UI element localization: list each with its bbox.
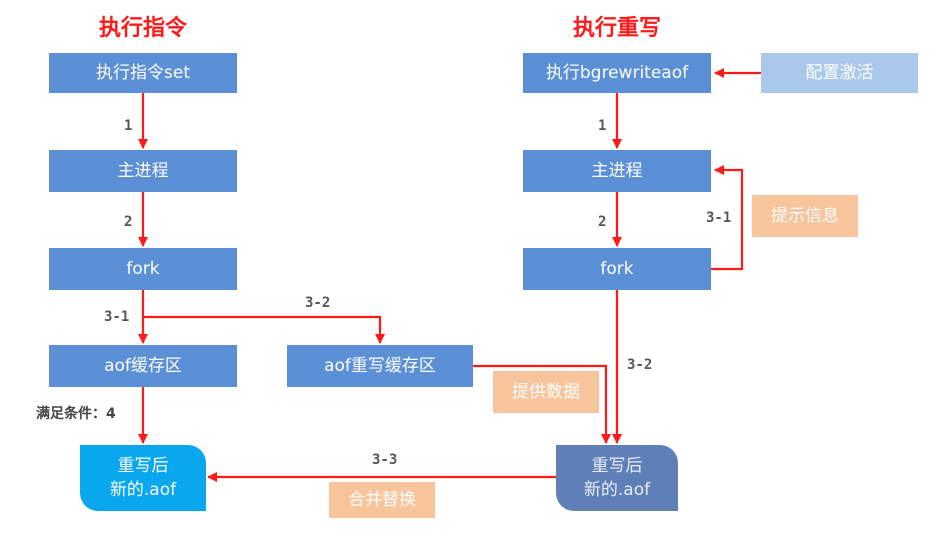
notify-info-box: 提示信息 — [752, 195, 858, 237]
rewritten-aof-line2: 新的.aof — [583, 480, 651, 500]
bgrewriteaof-box: 执行bgrewriteaof — [523, 53, 711, 93]
aof-rewrite-buffer-box: aof重写缓存区 — [287, 345, 473, 387]
label-right-1: 1 — [598, 118, 607, 134]
right-main-process-box: 主进程 — [523, 150, 711, 192]
provide-data-box: 提供数据 — [493, 371, 599, 413]
rewritten-aof-line1: 重写后 — [591, 456, 643, 476]
set-command-box: 执行指令set — [49, 53, 237, 93]
right-fork-box: fork — [523, 248, 711, 290]
merge-replace-box: 合并替换 — [329, 482, 435, 518]
label-left-3-1: 3-1 — [104, 309, 130, 325]
arrow-left-3-2 — [143, 315, 385, 344]
right-title: 执行重写 — [572, 16, 661, 41]
new-aof-line1: 重写后 — [117, 456, 169, 476]
condition-label: 满足条件：4 — [36, 406, 116, 422]
label-3-3: 3-3 — [372, 452, 398, 468]
arrow-right-3-1 — [711, 165, 744, 271]
label-left-2: 2 — [124, 214, 133, 230]
left-fork-box: fork — [49, 248, 237, 290]
label-right-2: 2 — [598, 214, 607, 230]
left-main-process-box: 主进程 — [49, 150, 237, 192]
rewritten-aof-file: 重写后 新的.aof — [556, 445, 678, 511]
label-left-1: 1 — [124, 118, 133, 134]
new-aof-file: 重写后 新的.aof — [80, 445, 206, 511]
label-right-3-2: 3-2 — [627, 357, 653, 373]
label-left-3-2: 3-2 — [305, 295, 331, 311]
left-title: 执行指令 — [98, 16, 187, 41]
aof-buffer-box: aof缓存区 — [49, 345, 237, 387]
new-aof-line2: 新的.aof — [109, 480, 177, 500]
arrow-rewrite-buffer — [473, 364, 611, 444]
config-trigger-box: 配置激活 — [761, 53, 918, 93]
label-right-3-1: 3-1 — [706, 210, 732, 226]
